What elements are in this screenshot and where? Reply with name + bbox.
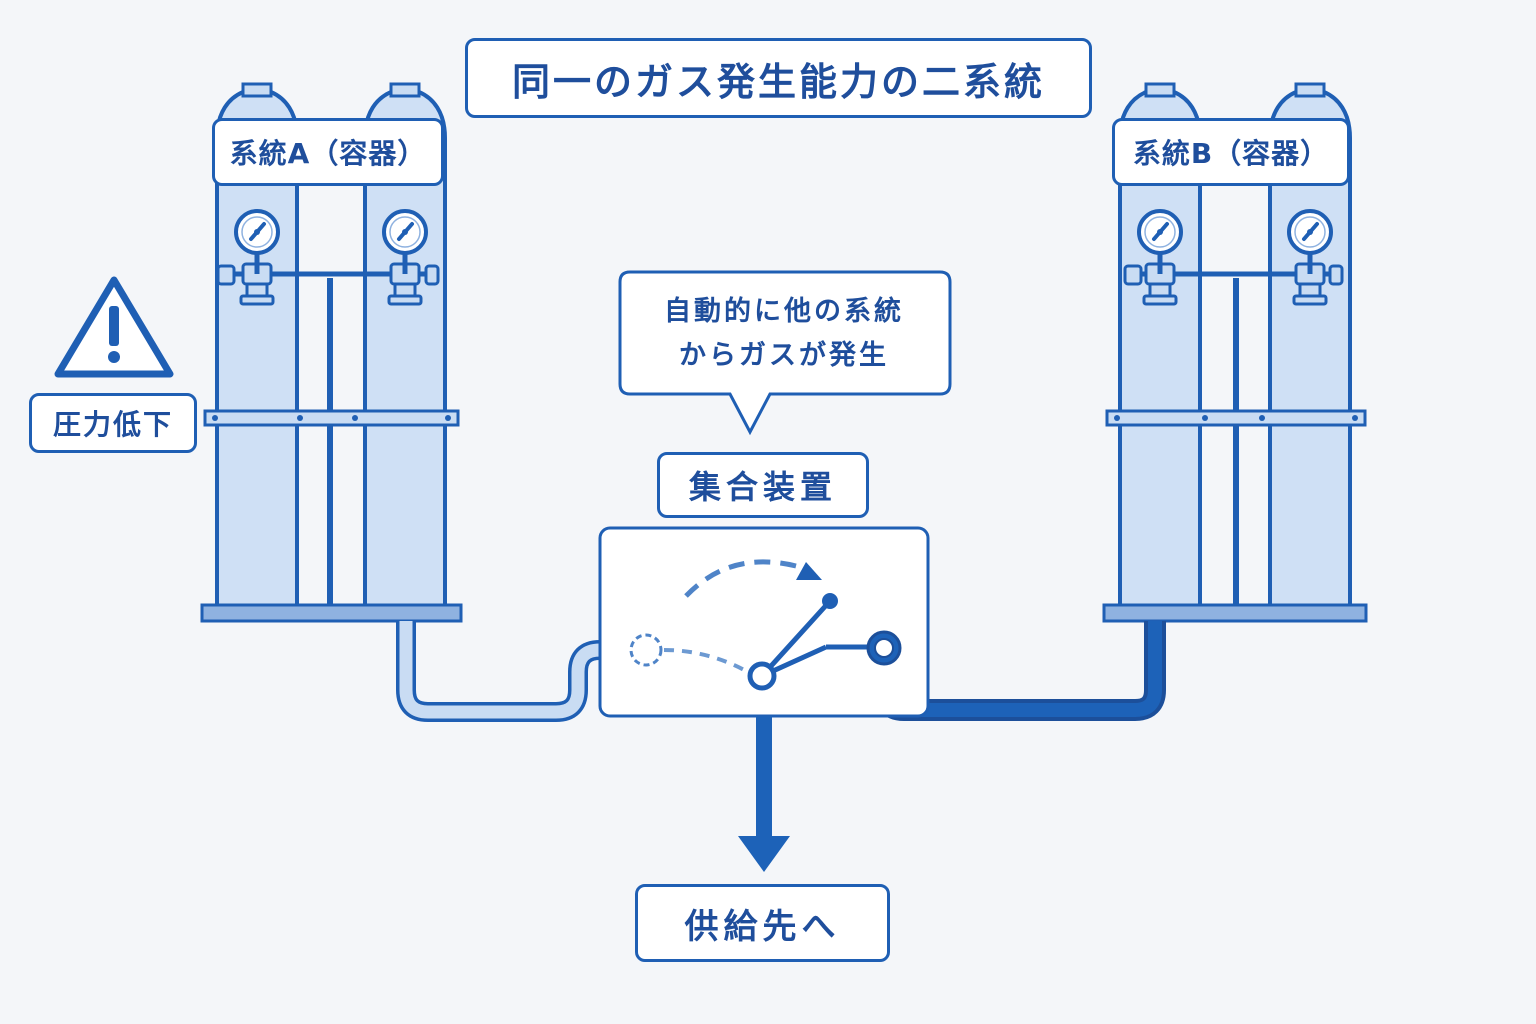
system-a-inactive-pipe [396, 621, 630, 722]
system-a-handwheel [216, 264, 236, 286]
system-b-handwheel [1123, 264, 1143, 286]
pressure-drop-label: 圧力低下 [29, 393, 197, 453]
system-a-cylinder-rack [200, 82, 463, 623]
callout-bubble [618, 270, 952, 436]
system-b-base [1102, 603, 1368, 623]
system-b-strap [1105, 409, 1367, 427]
system-a-label: 系統A（容器） [212, 118, 444, 186]
switch-pivot [747, 661, 777, 691]
system-a-strap [203, 409, 460, 427]
callout-line-2: からガスが発生 [679, 340, 889, 371]
system-b-label: 系統B（容器） [1112, 118, 1350, 186]
switch-direction-arrow-icon [684, 559, 797, 598]
callout-text: 自動的に他の系統 からガスが発生 [620, 290, 948, 378]
manifold-device [598, 526, 930, 718]
supply-destination-label: 供給先へ [635, 884, 890, 962]
supply-flow-arrow-icon [738, 716, 790, 872]
diagram-title: 同一のガス発生能力の二系統 [465, 38, 1092, 118]
warning-triangle-icon [54, 276, 174, 378]
callout-line-1: 自動的に他の系統 [664, 296, 904, 327]
inactive-port-a [629, 633, 663, 667]
system-a-base [200, 603, 463, 623]
switch-lever [759, 598, 833, 679]
system-b-cylinder-rack [1102, 82, 1368, 623]
manifold-label: 集合装置 [657, 452, 869, 518]
